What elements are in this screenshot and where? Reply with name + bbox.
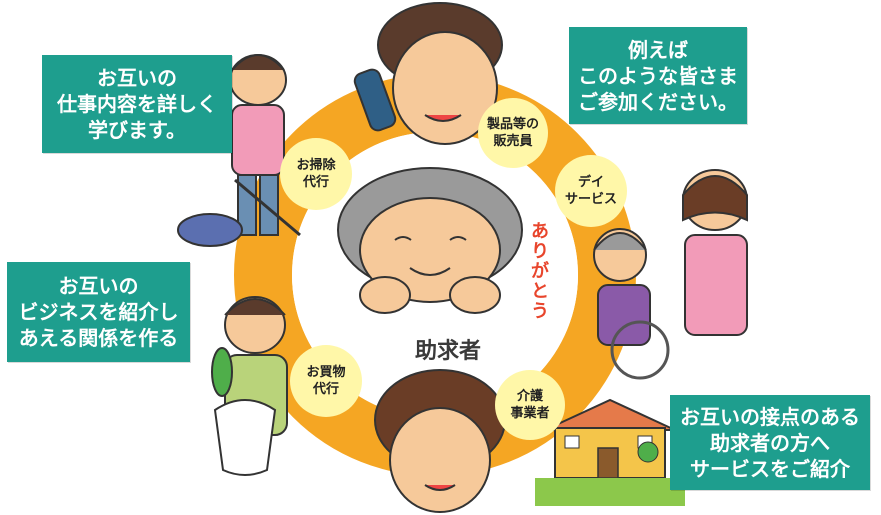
badge-shopping-line-2: 代行 bbox=[312, 382, 339, 397]
thanks-char-3: が bbox=[531, 261, 549, 282]
badge-day-service-line-2: サービス bbox=[564, 192, 617, 207]
caregiver-illustration bbox=[593, 169, 748, 380]
example-line-3: ご参加ください。 bbox=[578, 89, 738, 114]
badge-cleaning-line-2: 代行 bbox=[302, 175, 329, 190]
introduce-line-3: あえる関係を作る bbox=[18, 326, 179, 350]
introduce-line-1: お互いの bbox=[58, 274, 139, 298]
salesperson-illustration bbox=[353, 2, 503, 145]
learn-line-3: 学びます。 bbox=[88, 118, 186, 142]
thanks-char-5: う bbox=[531, 301, 549, 322]
elderly-person-illustration bbox=[337, 167, 523, 314]
badge-cleaning-line-1: お掃除 bbox=[296, 158, 336, 173]
badge-sales: 製品等の 販売員 bbox=[478, 98, 548, 168]
introduce-line-2: ビジネスを紹介し bbox=[18, 300, 179, 324]
woman-illustration bbox=[374, 369, 506, 513]
thanks-char-4: と bbox=[531, 281, 549, 302]
contact-line-1: お互いの接点のある bbox=[680, 404, 860, 429]
contact-line-3: サービスをご紹介 bbox=[690, 456, 850, 481]
thanks-char-1: あ bbox=[531, 221, 549, 242]
badge-care-line-2: 事業者 bbox=[510, 406, 550, 421]
center-label: 助求者 bbox=[414, 339, 481, 364]
badge-day-service-line-1: デイ bbox=[577, 175, 604, 190]
badge-care-line-1: 介護 bbox=[516, 389, 543, 404]
contact-box: お互いの接点のある 助求者の方へ サービスをご紹介 bbox=[670, 395, 870, 490]
thanks-char-2: り bbox=[531, 241, 549, 262]
example-line-1: 例えば bbox=[628, 37, 688, 62]
example-line-2: このような皆さま bbox=[578, 63, 738, 88]
badge-shopping-line-1: お買物 bbox=[306, 365, 346, 380]
example-box: 例えば このような皆さま ご参加ください。 bbox=[569, 27, 747, 124]
thanks-vertical-text: あ り が と う bbox=[528, 222, 552, 322]
cleaning-worker-illustration bbox=[177, 54, 301, 247]
introduce-box: お互いの ビジネスを紹介し あえる関係を作る bbox=[7, 262, 190, 362]
shopper-illustration bbox=[211, 296, 288, 476]
badge-day-service: デイ サービス bbox=[555, 155, 627, 227]
badge-sales-line-1: 製品等の bbox=[486, 117, 539, 132]
learn-line-1: お互いの bbox=[97, 66, 177, 90]
learn-box: お互いの 仕事内容を詳しく 学びます。 bbox=[42, 55, 232, 153]
house-illustration bbox=[535, 398, 685, 506]
contact-line-2: 助求者の方へ bbox=[710, 430, 830, 455]
badge-sales-line-2: 販売員 bbox=[493, 134, 533, 149]
badge-care: 介護 事業者 bbox=[495, 370, 565, 440]
badge-shopping: お買物 代行 bbox=[290, 345, 362, 417]
badge-cleaning: お掃除 代行 bbox=[280, 138, 352, 210]
learn-line-2: 仕事内容を詳しく bbox=[57, 92, 217, 116]
